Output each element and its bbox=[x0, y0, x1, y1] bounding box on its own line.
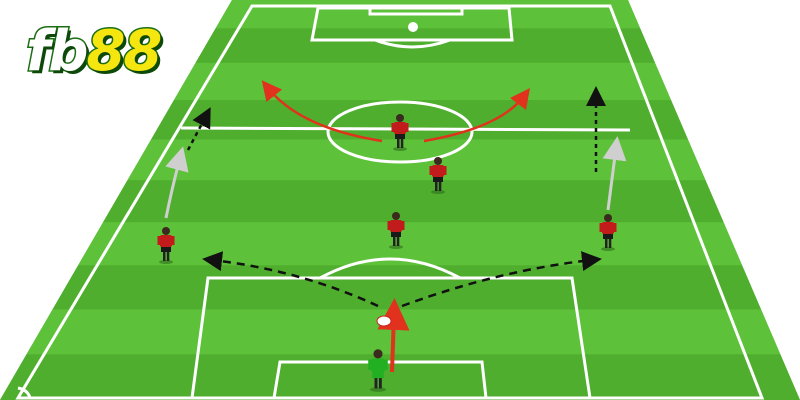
outfield-player-figure bbox=[599, 214, 617, 251]
grass-stripe bbox=[173, 62, 672, 101]
corner-arc bbox=[17, 386, 32, 399]
red-run-arrow-left bbox=[261, 80, 383, 143]
grass-stripe bbox=[26, 309, 781, 355]
players bbox=[157, 114, 617, 392]
grey-move-arrow-left bbox=[164, 146, 189, 219]
grass-stripe bbox=[103, 180, 724, 223]
tactical-arrows bbox=[164, 80, 627, 373]
grass-stripe bbox=[78, 222, 743, 266]
grey-move-arrow-right bbox=[602, 136, 627, 211]
pitch-markings bbox=[15, 4, 765, 400]
bottom-penalty-area bbox=[190, 276, 592, 400]
touchline-boundary bbox=[15, 4, 765, 400]
ball bbox=[376, 315, 392, 327]
black-dashed-pass-right bbox=[401, 251, 602, 308]
outfield-player-figure bbox=[391, 114, 409, 151]
bottom-goal-area bbox=[272, 360, 488, 400]
red-run-arrow-right bbox=[423, 88, 531, 143]
top-penalty-arc bbox=[374, 38, 451, 49]
logo-text-88: 88 bbox=[85, 18, 164, 85]
grass-stripe bbox=[0, 354, 800, 400]
outfield-player-figure bbox=[157, 227, 175, 264]
centre-circle bbox=[326, 100, 474, 164]
red-run-arrow-keeper bbox=[377, 298, 410, 373]
outfield-player-figure bbox=[387, 212, 405, 249]
grass-stripe bbox=[52, 265, 762, 310]
top-goal-area bbox=[368, 4, 464, 16]
top-penalty-area bbox=[310, 6, 514, 42]
outfield-player-figure bbox=[429, 157, 447, 194]
goalkeeper-figure bbox=[368, 349, 388, 392]
black-dashed-pass-left bbox=[202, 251, 379, 308]
logo-text-fb: fb bbox=[24, 18, 89, 85]
top-penalty-spot bbox=[408, 22, 418, 32]
bottom-penalty-arc bbox=[319, 257, 461, 280]
grass-stripe bbox=[151, 100, 688, 140]
black-dashed-run-left bbox=[186, 107, 211, 151]
